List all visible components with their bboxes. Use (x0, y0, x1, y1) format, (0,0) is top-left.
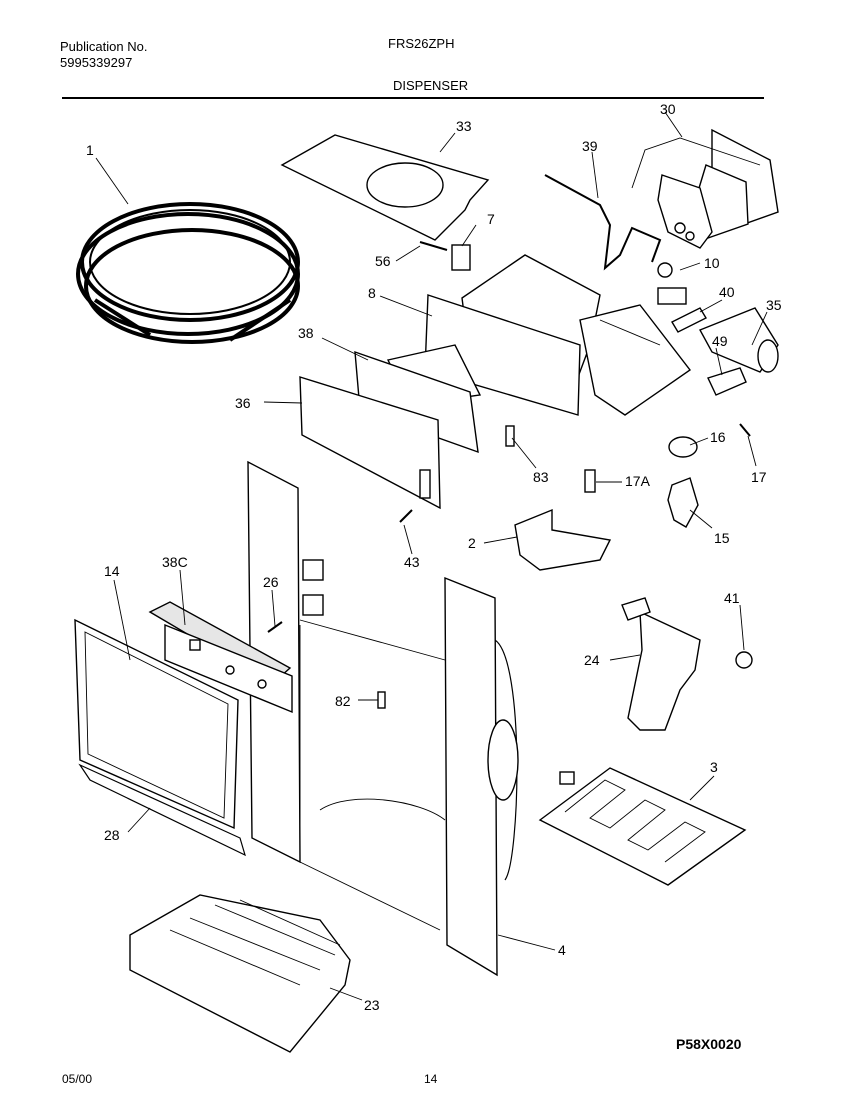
callout-16: 16 (710, 429, 726, 445)
hinge-bracket (302, 559, 324, 581)
callout-39: 39 (582, 138, 598, 154)
callout-7: 7 (487, 211, 495, 227)
part-1-tubing (76, 202, 300, 344)
callout-1: 1 (86, 142, 94, 158)
callout-15: 15 (714, 530, 730, 546)
part-7-bracket (451, 244, 471, 271)
callout-33: 33 (456, 118, 472, 134)
callout-36: 36 (235, 395, 251, 411)
callout-38c: 38C (162, 554, 188, 570)
part-33-cover-plate (280, 134, 490, 241)
hinge-bracket-lower (302, 594, 324, 616)
callout-40: 40 (719, 284, 735, 300)
section-title: DISPENSER (393, 78, 469, 93)
part-39-wire-rod (544, 174, 662, 271)
callout-56: 56 (375, 253, 391, 269)
part-3-heater (538, 767, 747, 886)
callout-35: 35 (766, 297, 782, 313)
part-35-solenoid (699, 307, 779, 373)
callout-28: 28 (104, 827, 120, 843)
callout-23: 23 (364, 997, 380, 1013)
part-4-housing-panel (444, 576, 519, 977)
callout-26: 26 (263, 574, 279, 590)
base-frame (299, 619, 446, 931)
callout-30: 30 (660, 101, 676, 117)
part-82-screw (377, 691, 386, 709)
part-56-screw (419, 241, 448, 251)
callout-17: 17 (751, 469, 767, 485)
figure-code: P58X0020 (676, 1036, 742, 1052)
part-14-window (74, 618, 239, 830)
callout-17a: 17A (625, 473, 651, 489)
callout-43: 43 (404, 554, 420, 570)
leader-lines (95, 111, 768, 1001)
part-24-chute (621, 597, 701, 731)
part-41-spring (735, 651, 753, 669)
callout-4: 4 (558, 942, 566, 958)
callout-8: 8 (368, 285, 376, 301)
part-15-cone (667, 477, 699, 528)
part-40-solenoid-pin (671, 307, 707, 333)
header-rule (62, 97, 764, 99)
callout-83: 83 (533, 469, 549, 485)
callout-3: 3 (710, 759, 718, 775)
callout-24: 24 (584, 652, 600, 668)
callout-82: 82 (335, 693, 351, 709)
callout-10: 10 (704, 255, 720, 271)
part-26-screw (267, 621, 283, 633)
footer-date: 05/00 (62, 1072, 93, 1086)
part-30-door-assembly (657, 128, 779, 249)
callout-2: 2 (468, 535, 476, 551)
part-38-board (354, 350, 479, 454)
part-83-screw (505, 425, 515, 447)
callout-labels: 1 33 30 39 7 56 10 40 8 35 38 49 36 16 8… (86, 101, 782, 1013)
part-17a-fitting (584, 469, 596, 493)
callout-14: 14 (104, 563, 120, 579)
part-28-frame (78, 763, 246, 857)
part-43-screw (399, 509, 413, 523)
callout-41: 41 (724, 590, 740, 606)
publication-number: 5995339297 (60, 55, 133, 70)
part-10-clip (657, 287, 687, 305)
publication-label: Publication No. (60, 39, 148, 54)
model-number: FRS26ZPH (388, 36, 455, 51)
page-number: 14 (424, 1072, 438, 1086)
callout-49: 49 (712, 333, 728, 349)
part-49-bracket (707, 367, 747, 396)
part-23-drip-tray (129, 894, 351, 1053)
part-2-bracket (514, 508, 612, 571)
part-17-screw (739, 423, 751, 437)
part-16-knob (668, 436, 698, 458)
callout-38: 38 (298, 325, 314, 341)
part-36-front-panel (299, 376, 441, 510)
part-10-spring (657, 262, 673, 278)
